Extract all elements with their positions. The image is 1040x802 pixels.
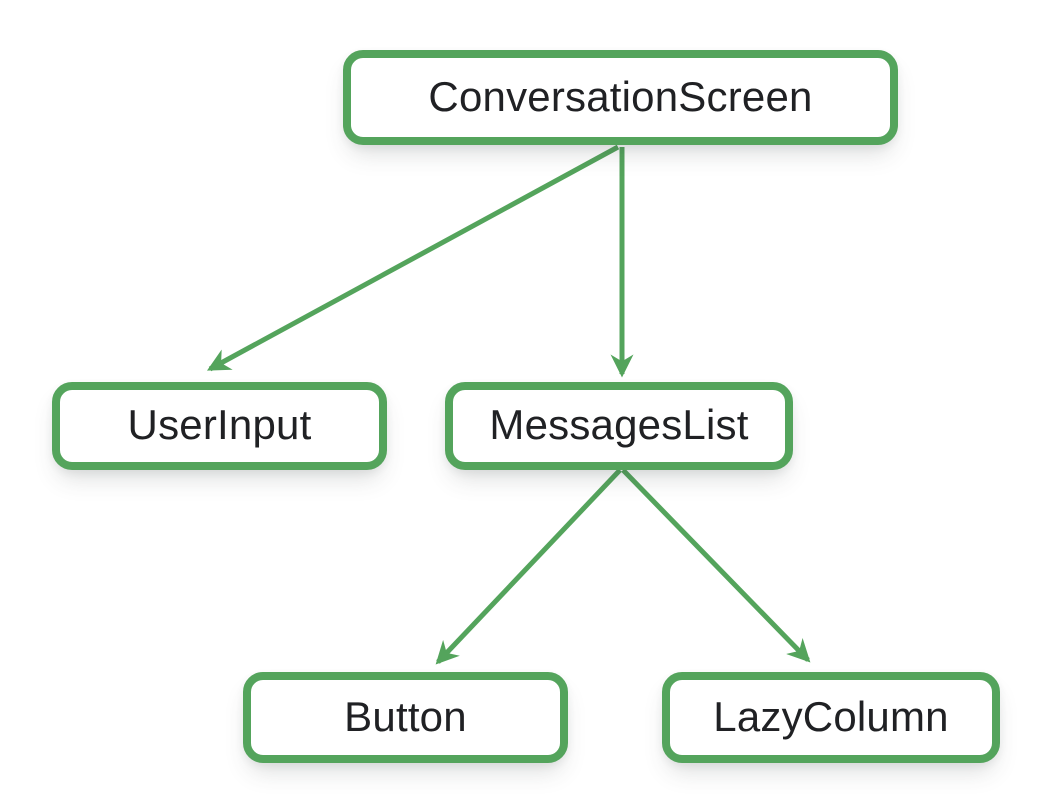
edge-conversationscreen-userinput	[206, 144, 620, 372]
node-lazy-column-label: LazyColumn	[713, 692, 949, 740]
node-conversation-screen-label: ConversationScreen	[428, 72, 813, 120]
edge-messageslist-button	[435, 468, 622, 665]
node-user-input: UserInput	[52, 382, 387, 470]
node-user-input-label: UserInput	[127, 401, 312, 448]
node-messages-list-label: MessagesList	[489, 401, 749, 448]
node-button: Button	[243, 672, 568, 763]
node-conversation-screen: ConversationScreen	[343, 50, 898, 145]
edge-messageslist-lazycolumn	[621, 468, 811, 663]
node-button-label: Button	[344, 692, 467, 740]
node-messages-list: MessagesList	[445, 382, 793, 470]
node-lazy-column: LazyColumn	[662, 672, 1000, 763]
